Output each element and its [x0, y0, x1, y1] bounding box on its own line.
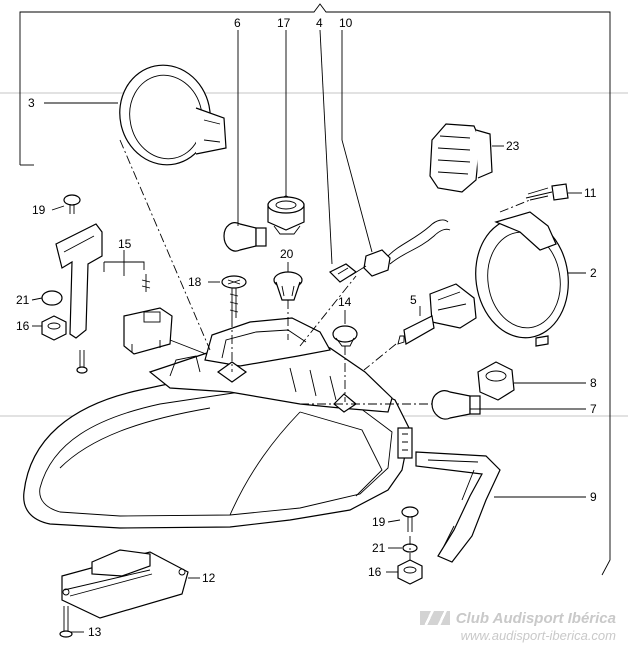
watermark-url: www.audisport-iberica.com	[460, 628, 616, 643]
callout-16-upper: 16	[16, 319, 30, 333]
callout-23: 23	[506, 139, 520, 153]
bracket-screw	[76, 350, 88, 374]
callout-7: 7	[590, 402, 597, 416]
part-21-plug-upper	[41, 290, 63, 306]
callout-21-lower: 21	[372, 541, 386, 555]
watermark: Club Audisport Ibérica www.audisport-ibe…	[419, 610, 616, 644]
part-7-bulb	[431, 390, 481, 420]
part-4-wedge-bulb	[328, 263, 358, 283]
assembly-frame	[19, 3, 611, 576]
part-16-clip-lower	[397, 559, 423, 585]
callout-19-upper: 19	[32, 203, 46, 217]
callout-11: 11	[584, 186, 597, 200]
part-11-screw	[525, 183, 569, 201]
part-15-bracket	[123, 274, 207, 355]
part-16-clip-upper	[41, 315, 67, 341]
part-2-cap-ring	[475, 211, 569, 347]
part-19-screw-upper	[63, 194, 81, 214]
callout-9: 9	[590, 490, 597, 504]
callout-5: 5	[410, 293, 417, 307]
part-17-bulb-socket	[267, 195, 305, 235]
club-logo-icon	[419, 611, 450, 625]
leader-19-upper	[51, 205, 65, 211]
callout-18: 18	[188, 275, 202, 289]
part-19-screw-lower	[401, 506, 419, 532]
callout-8: 8	[590, 376, 597, 390]
leader-4	[319, 29, 333, 265]
callout-12: 12	[202, 571, 216, 585]
part-23-plug	[429, 123, 493, 193]
callout-19-lower: 19	[372, 515, 386, 529]
part-9-seal-strip	[415, 451, 501, 563]
part-10-wire-connector	[349, 219, 451, 277]
callout-15: 15	[118, 237, 132, 251]
part-13-screw	[59, 606, 73, 638]
part-12-ballast	[61, 549, 189, 619]
callout-10: 10	[339, 16, 353, 30]
callout-4: 4	[316, 16, 323, 30]
callout-17: 17	[277, 16, 291, 30]
callout-16-lower: 16	[368, 565, 382, 579]
callout-1: 1	[316, 0, 323, 1]
callout-6: 6	[234, 16, 241, 30]
part-6-bulb	[223, 222, 267, 252]
part-20-clip-nut	[273, 271, 303, 301]
part-3-cap	[119, 64, 227, 166]
leader-10	[341, 30, 373, 253]
leader-21-upper	[31, 297, 43, 301]
callout-3: 3	[28, 96, 35, 110]
leader-15	[103, 250, 145, 276]
watermark-title: Club Audisport Ibérica	[419, 610, 616, 628]
watermark-title-text: Club Audisport Ibérica	[455, 610, 616, 627]
part-8-bulb-socket	[477, 361, 515, 401]
part-18-screw	[221, 275, 247, 318]
headlight-housing	[23, 317, 413, 529]
callout-20: 20	[280, 247, 294, 261]
callout-21-upper: 21	[16, 293, 30, 307]
leader-19-lower	[387, 519, 401, 523]
assembly-centerlines	[119, 139, 531, 560]
part-14-cap	[332, 325, 358, 347]
callout-2: 2	[590, 266, 597, 280]
callout-14: 14	[338, 295, 352, 309]
left-mount-bracket	[55, 223, 103, 339]
part-5-xenon-bulb	[397, 283, 477, 345]
callout-13: 13	[88, 625, 102, 639]
